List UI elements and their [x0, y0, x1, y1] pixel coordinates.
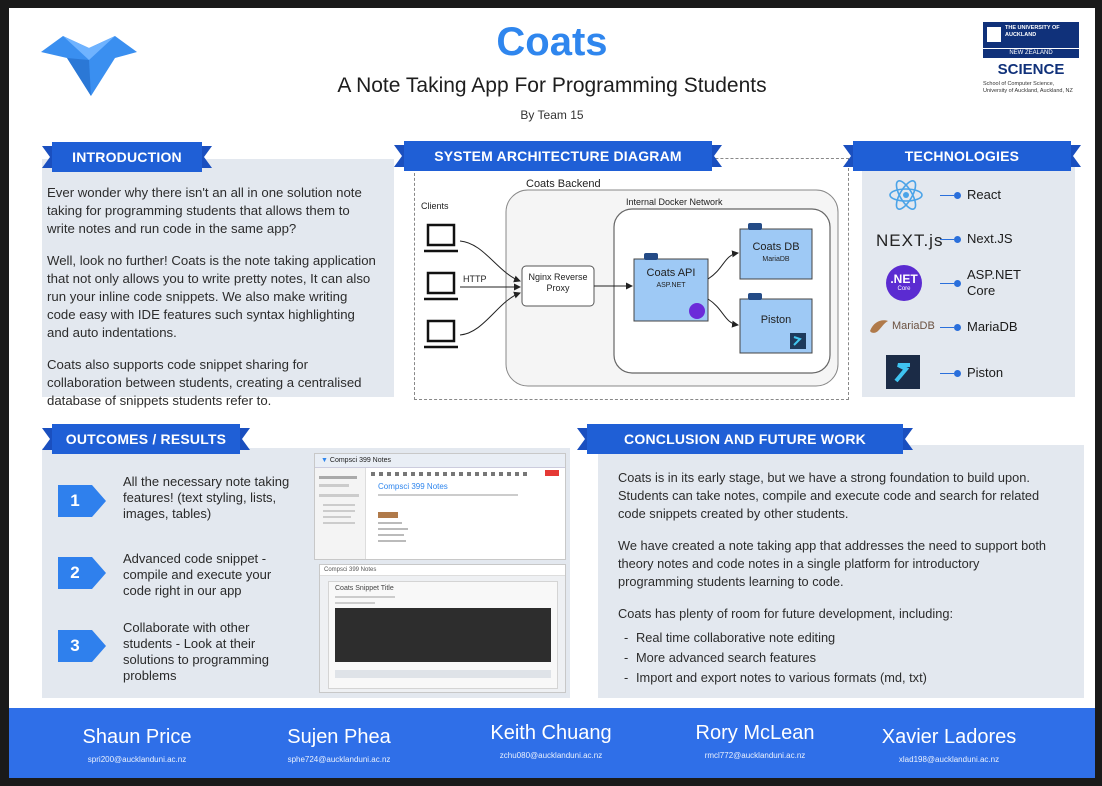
list-item: Import and export notes to various forma… — [624, 669, 1058, 687]
api-sublabel: ASP.NET — [656, 282, 686, 289]
tech-item-aspnet: .NET Core ASP.NET Core — [862, 263, 1082, 303]
poster-title: Coats — [496, 20, 608, 64]
list-item: More advanced search features — [624, 649, 1058, 667]
uni-country: NEW ZEALAND — [983, 48, 1079, 58]
http-label: HTTP — [463, 274, 487, 284]
backend-label: Coats Backend — [526, 178, 601, 190]
tech-item-piston: Piston — [862, 353, 1082, 393]
technologies-ribbon: TECHNOLOGIES — [843, 141, 1081, 171]
db-sublabel: MariaDB — [762, 256, 790, 263]
snippet-screenshot: Compsci 399 Notes Coats Snippet Title — [319, 564, 566, 693]
technologies-list: React NEXT.js Next.JS .NET Core ASP.NET … — [862, 173, 1075, 397]
future-work-list: Real time collaborative note editing Mor… — [618, 629, 1058, 687]
technologies-heading: TECHNOLOGIES — [904, 148, 1020, 164]
snippet-card-title: Coats Snippet Title — [335, 585, 394, 592]
conclusion-text: Coats is in its early stage, but we have… — [618, 469, 1058, 689]
team-member: Shaun Price spri200@aucklanduni.ac.nz — [37, 726, 237, 764]
team-member: Rory McLean rmcl772@aucklanduni.ac.nz — [655, 722, 855, 760]
tech-item-mariadb: MariaDB MariaDB — [862, 307, 1082, 347]
footer-bar — [9, 708, 1095, 778]
notes-screenshot: ▼ Compsci 399 Notes Compsci 399 Notes — [314, 453, 566, 560]
docker-network-label: Internal Docker Network — [626, 197, 723, 207]
nginx-label: Nginx Reverse Proxy — [528, 272, 588, 293]
tech-label: ASP.NET Core — [967, 267, 1021, 298]
conclusion-heading: CONCLUSION AND FUTURE WORK — [624, 431, 866, 447]
architecture-heading: SYSTEM ARCHITECTURE DIAGRAM — [434, 148, 682, 164]
member-name: Shaun Price — [82, 726, 192, 748]
member-email: rmcl772@aucklanduni.ac.nz — [704, 751, 806, 760]
member-name: Rory McLean — [695, 722, 815, 744]
poster: Coats A Note Taking App For Programming … — [9, 8, 1095, 778]
member-email: spri200@aucklanduni.ac.nz — [87, 755, 187, 764]
poster-subtitle: A Note Taking App For Programming Studen… — [337, 74, 767, 97]
api-label: Coats API — [646, 267, 696, 279]
intro-paragraph: Ever wonder why there isn't an all in on… — [47, 185, 362, 236]
screenshot-title: Compsci 399 Notes — [320, 565, 565, 576]
member-email: xlad198@aucklanduni.ac.nz — [898, 755, 1000, 764]
team-byline: By Team 15 — [520, 108, 584, 122]
member-name: Xavier Ladores — [881, 726, 1017, 748]
outcome-text: Collaborate with other students - Look a… — [123, 620, 269, 683]
architecture-diagram — [424, 189, 839, 387]
tech-label: MariaDB — [967, 319, 1018, 334]
db-label: Coats DB — [752, 241, 800, 253]
dotnet-core-text: Core — [897, 286, 911, 292]
member-email: zchu080@aucklanduni.ac.nz — [499, 751, 603, 760]
crest-icon — [987, 27, 1001, 42]
outcome-text: All the necessary note taking features! … — [123, 474, 290, 521]
mariadb-logo-text: MariaDB — [892, 320, 935, 332]
coats-mini-icon: ▼ — [321, 457, 328, 464]
university-logo: THE UNIVERSITY OF AUCKLAND NEW ZEALAND S… — [983, 22, 1079, 95]
conclusion-paragraph: Coats has plenty of room for future deve… — [618, 606, 954, 621]
mariadb-icon — [870, 320, 888, 333]
screenshot-doc-title: Compsci 399 Notes — [378, 482, 448, 491]
member-email: sphe724@aucklanduni.ac.nz — [287, 755, 391, 764]
tech-label: Next.JS — [967, 231, 1013, 246]
conclusion-ribbon: CONCLUSION AND FUTURE WORK — [577, 424, 913, 454]
team-member: Sujen Phea sphe724@aucklanduni.ac.nz — [239, 726, 439, 764]
conclusion-paragraph: We have created a note taking app that a… — [618, 538, 1047, 589]
uni-faculty: SCIENCE — [997, 61, 1065, 78]
tech-label: React — [967, 187, 1001, 202]
clients-label: Clients — [421, 201, 449, 211]
dotnet-logo-text: .NET — [890, 272, 918, 286]
intro-paragraph: Well, look no further! Coats is the note… — [47, 253, 376, 340]
piston-label: Piston — [760, 314, 792, 326]
react-icon — [889, 180, 923, 210]
nextjs-icon: NEXT.js — [876, 231, 944, 250]
coats-logo-icon — [41, 36, 137, 96]
intro-panel — [42, 159, 394, 397]
uni-name: THE UNIVERSITY OF AUCKLAND — [1005, 25, 1060, 38]
intro-paragraph: Coats also supports code snippet sharing… — [47, 357, 362, 408]
team-member: Keith Chuang zchu080@aucklanduni.ac.nz — [451, 722, 651, 760]
intro-text: Ever wonder why there isn't an all in on… — [47, 184, 377, 424]
outcome-number: 1 — [58, 485, 92, 517]
conclusion-paragraph: Coats is in its early stage, but we have… — [618, 470, 1040, 521]
outcomes-heading: OUTCOMES / RESULTS — [65, 431, 227, 447]
intro-heading: INTRODUCTION — [72, 149, 182, 165]
list-item: Real time collaborative note editing — [624, 629, 1058, 647]
team-member: Xavier Ladores xlad198@aucklanduni.ac.nz — [849, 726, 1049, 764]
outcomes-ribbon: OUTCOMES / RESULTS — [42, 424, 250, 454]
piston-icon — [886, 355, 920, 389]
tech-item-nextjs: NEXT.js Next.JS — [862, 219, 1082, 259]
uni-department: School of Computer Science, University o… — [983, 81, 1073, 94]
outcome-text: Advanced code snippet - compile and exec… — [123, 551, 272, 598]
member-name: Keith Chuang — [490, 722, 612, 744]
tech-label: Piston — [967, 365, 1004, 380]
tech-item-react: React — [862, 175, 1082, 215]
dotnet-icon: .NET Core — [886, 265, 922, 301]
screenshot-title: Compsci 399 Notes — [329, 457, 391, 464]
intro-ribbon: INTRODUCTION — [42, 142, 212, 172]
outcome-number: 2 — [58, 557, 92, 589]
member-name: Sujen Phea — [287, 726, 391, 748]
architecture-ribbon: SYSTEM ARCHITECTURE DIAGRAM — [394, 141, 722, 171]
outcome-number: 3 — [58, 630, 92, 662]
